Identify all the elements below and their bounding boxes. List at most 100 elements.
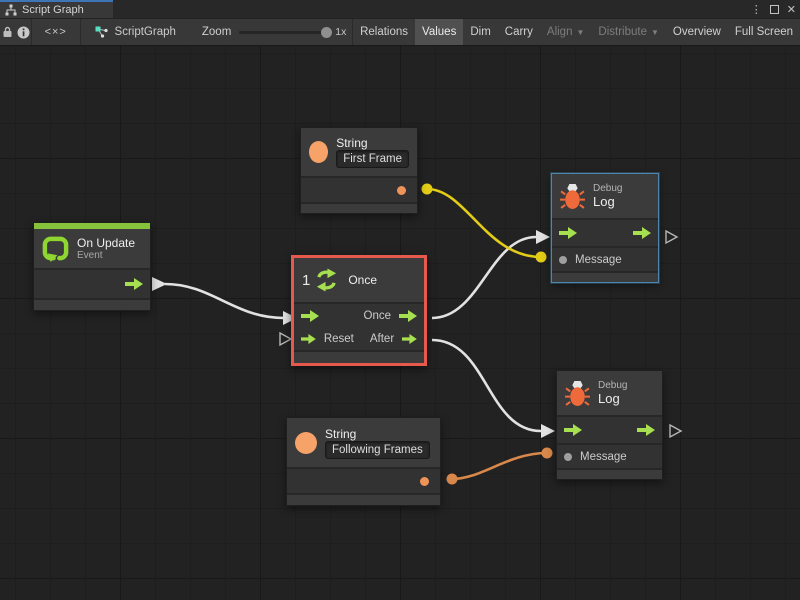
unconnected-port-triangle[interactable]	[665, 229, 679, 245]
string-icon	[295, 431, 317, 454]
zoom-value: 1x	[335, 26, 347, 38]
wire-string-message-top[interactable]	[426, 187, 542, 259]
node-header: String Following Frames	[287, 418, 440, 467]
flow-output-port[interactable]	[637, 424, 655, 436]
graph-breadcrumb[interactable]: ScriptGraph	[95, 26, 176, 38]
close-icon[interactable]: ✕	[786, 3, 796, 16]
flow-output-port-after[interactable]	[402, 333, 417, 345]
distribute-label: Distribute	[598, 26, 647, 38]
string-icon	[309, 141, 329, 163]
zoom-slider[interactable]	[239, 26, 333, 38]
wire-layer	[152, 183, 683, 485]
divider	[287, 493, 440, 495]
flow-output-port-once[interactable]	[399, 310, 417, 322]
flow-input-port[interactable]	[564, 424, 582, 436]
flow-input-port-reset[interactable]	[301, 333, 316, 345]
string-output-port[interactable]	[397, 185, 406, 195]
flow-arrowhead	[536, 230, 550, 244]
flow-source-triangle	[152, 277, 167, 291]
node-on-update[interactable]: On Update Event	[33, 222, 151, 311]
wire-string-message-bottom[interactable]	[451, 451, 548, 481]
node-title: String	[325, 426, 357, 441]
node-footer	[301, 204, 417, 213]
flow-input-port[interactable]	[559, 227, 577, 239]
node-header: On Update Event	[34, 229, 150, 268]
distribute-button[interactable]: Distribute ▼	[591, 19, 666, 45]
inspector-button[interactable]	[15, 19, 30, 45]
string-value-field[interactable]: Following Frames	[325, 440, 430, 459]
wire-onupdate-once[interactable]	[164, 282, 285, 320]
values-button[interactable]: Values	[415, 19, 464, 45]
node-string-following[interactable]: String Following Frames	[286, 417, 441, 506]
string-value-field[interactable]: First Frame	[336, 150, 409, 168]
port-label: Once	[363, 310, 392, 322]
chevron-down-icon: ▼	[650, 27, 659, 37]
zoom-label: Zoom	[201, 26, 232, 38]
tab-script-graph[interactable]: Script Graph	[0, 0, 113, 18]
message-port-row: Message	[552, 248, 658, 271]
maximize-icon[interactable]	[769, 4, 779, 14]
node-footer	[552, 273, 658, 282]
port-label: After	[369, 333, 395, 345]
flow-port-row	[552, 220, 658, 246]
chevron-down-icon: ▼	[576, 27, 585, 37]
node-string-first[interactable]: String First Frame	[300, 127, 418, 214]
dim-button[interactable]: Dim	[470, 26, 491, 38]
flow-output-port[interactable]	[633, 227, 651, 239]
overview-button[interactable]: Overview	[672, 26, 721, 38]
message-input-port[interactable]	[564, 452, 572, 461]
flow-port-row	[557, 417, 662, 443]
wire-once-debugbottom[interactable]	[431, 338, 542, 433]
flow-arrowhead	[541, 424, 555, 438]
node-title: Log	[593, 194, 615, 209]
flow-output-port[interactable]	[125, 278, 143, 290]
zoom-slider-handle[interactable]	[321, 26, 333, 38]
cycle-icon	[317, 268, 337, 292]
divider	[287, 467, 440, 469]
message-port-row: Message	[557, 445, 662, 468]
string-output-port[interactable]	[420, 476, 429, 486]
divider	[552, 218, 658, 220]
fullscreen-button[interactable]: Full Screen	[734, 26, 794, 38]
flow-port-row	[34, 270, 150, 298]
graph-icon	[95, 26, 108, 38]
carry-button[interactable]: Carry	[504, 26, 533, 38]
align-label: Align	[546, 26, 573, 38]
node-debug-log-top[interactable]: Debug Log Message	[551, 173, 659, 283]
divider	[294, 302, 424, 304]
node-header: Debug Log	[557, 371, 662, 415]
divider	[557, 443, 662, 445]
lock-button[interactable]	[0, 19, 15, 45]
loop-icon	[42, 236, 69, 262]
menu-icon[interactable]: ⋮	[750, 3, 762, 16]
bug-icon	[560, 183, 585, 209]
graph-canvas[interactable]: String First Frame Debug Lo	[0, 46, 800, 600]
node-once[interactable]: 1 Once Once	[291, 255, 427, 366]
port-label: Message	[575, 253, 622, 266]
toolbar-divider	[30, 19, 32, 45]
node-title: On Update	[77, 236, 136, 250]
node-footer	[34, 300, 150, 310]
divider	[34, 298, 150, 300]
zoom-control: Zoom 1x	[202, 26, 353, 38]
flow-arrowhead	[283, 311, 297, 325]
port-label: Reset	[323, 333, 354, 345]
unconnected-port-triangle[interactable]	[279, 331, 293, 347]
node-kicker: Debug	[598, 380, 628, 391]
message-input-port[interactable]	[559, 255, 567, 264]
flow-input-port[interactable]	[301, 310, 319, 322]
code-icon: <×>	[44, 26, 67, 38]
relations-button[interactable]: Relations	[360, 26, 409, 38]
node-debug-log-bottom[interactable]: Debug Log Message	[556, 370, 663, 480]
wire-once-debugtop[interactable]	[431, 235, 537, 320]
align-button[interactable]: Align ▼	[540, 19, 592, 45]
tab-title: Script Graph	[22, 4, 84, 16]
unconnected-port-triangle[interactable]	[669, 423, 683, 439]
divider	[34, 268, 150, 270]
code-preview-button[interactable]: <×>	[32, 19, 80, 45]
once-port-row: Once	[294, 304, 424, 328]
node-kicker: Debug	[593, 183, 623, 194]
node-title: String	[336, 136, 368, 150]
toolbar-divider	[79, 19, 81, 45]
